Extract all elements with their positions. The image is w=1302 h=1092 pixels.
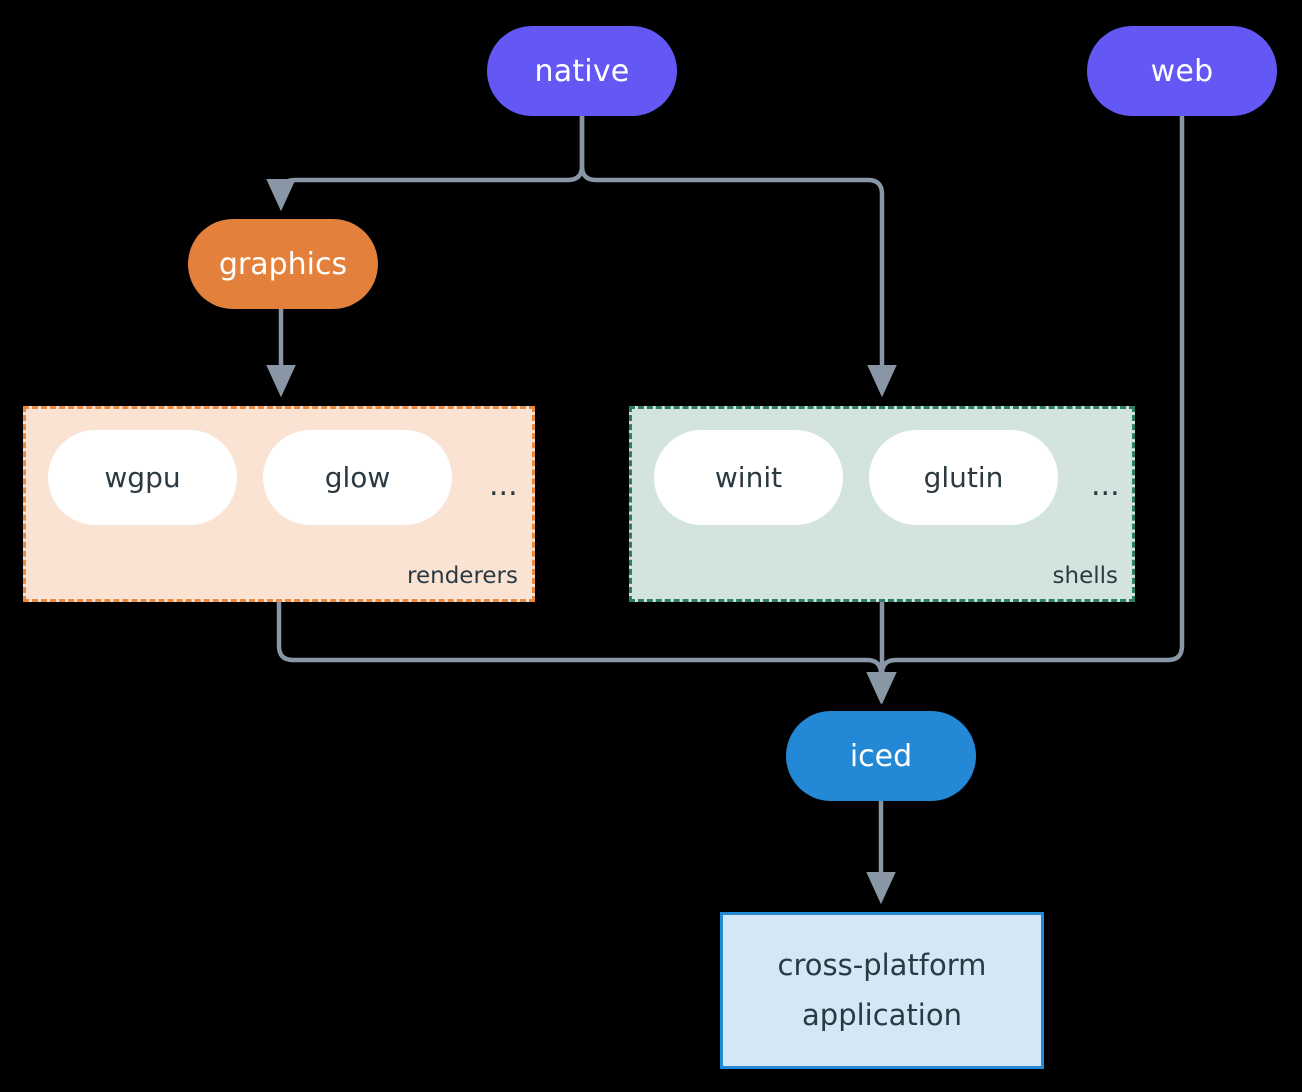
node-web[interactable]: web (1087, 26, 1277, 116)
shells-overflow-ellipsis: ... (1091, 468, 1120, 503)
leaf-wgpu[interactable]: wgpu (48, 430, 237, 525)
node-iced-label: iced (849, 738, 913, 774)
cluster-renderers: wgpu glow ... renderers (23, 406, 535, 602)
node-graphics[interactable]: graphics (188, 219, 378, 309)
renderers-overflow-ellipsis: ... (489, 468, 518, 503)
leaf-glutin-label: glutin (923, 461, 1004, 494)
leaf-glow[interactable]: glow (263, 430, 452, 525)
node-graphics-label: graphics (218, 246, 348, 282)
leaf-glow-label: glow (324, 461, 391, 494)
cluster-shells-label: shells (1052, 563, 1118, 589)
edge-native-to-graphics (266, 113, 585, 212)
leaf-glutin[interactable]: glutin (869, 430, 1058, 525)
leaf-wgpu-label: wgpu (104, 461, 181, 494)
node-web-label: web (1150, 53, 1214, 89)
node-native-label: native (534, 53, 630, 89)
cluster-shells: winit glutin ... shells (629, 406, 1135, 602)
node-application[interactable]: cross-platform application (720, 912, 1044, 1069)
leaf-winit[interactable]: winit (654, 430, 843, 525)
cluster-renderers-label: renderers (407, 563, 518, 589)
node-iced[interactable]: iced (786, 711, 976, 801)
edge-native-to-shells (579, 113, 897, 398)
node-application-line1: cross-platform (777, 947, 987, 982)
leaf-winit-label: winit (714, 461, 783, 494)
node-native[interactable]: native (487, 26, 677, 116)
edge-renderers-to-iced (276, 599, 896, 705)
node-application-line2: application (802, 997, 962, 1032)
